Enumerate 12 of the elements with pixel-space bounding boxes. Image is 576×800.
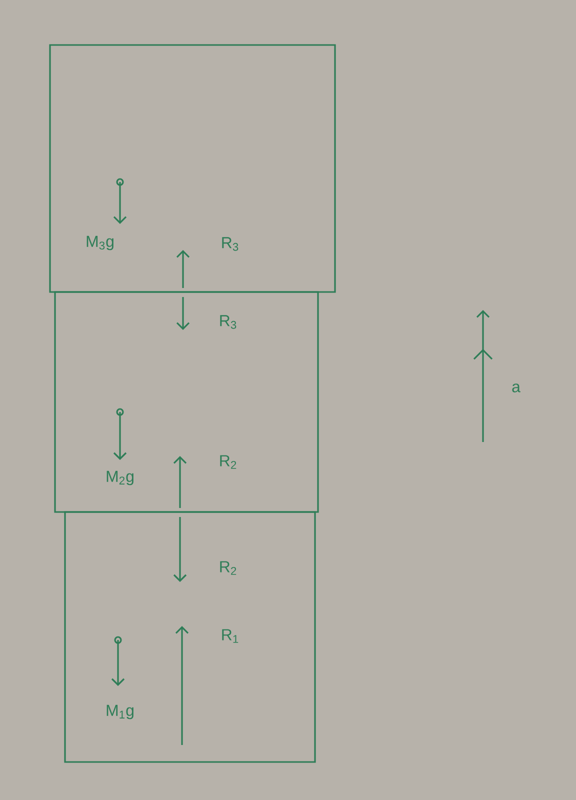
force-label: a bbox=[512, 384, 520, 392]
force-label: M$_{1}$g bbox=[106, 704, 134, 720]
force-label: R$_{3}$ bbox=[220, 315, 236, 329]
block-outline bbox=[64, 511, 316, 763]
force-label: M$_{3}$g bbox=[86, 236, 114, 250]
force-label: M$_{2}$g bbox=[106, 470, 134, 486]
force-label: R$_{2}$ bbox=[220, 455, 236, 469]
block-outline bbox=[54, 291, 319, 513]
force-label: R$_{1}$ bbox=[222, 629, 238, 643]
block-outline bbox=[49, 44, 336, 293]
force-label: R$_{3}$ bbox=[222, 237, 238, 251]
force-label: R$_{2}$ bbox=[220, 561, 236, 575]
